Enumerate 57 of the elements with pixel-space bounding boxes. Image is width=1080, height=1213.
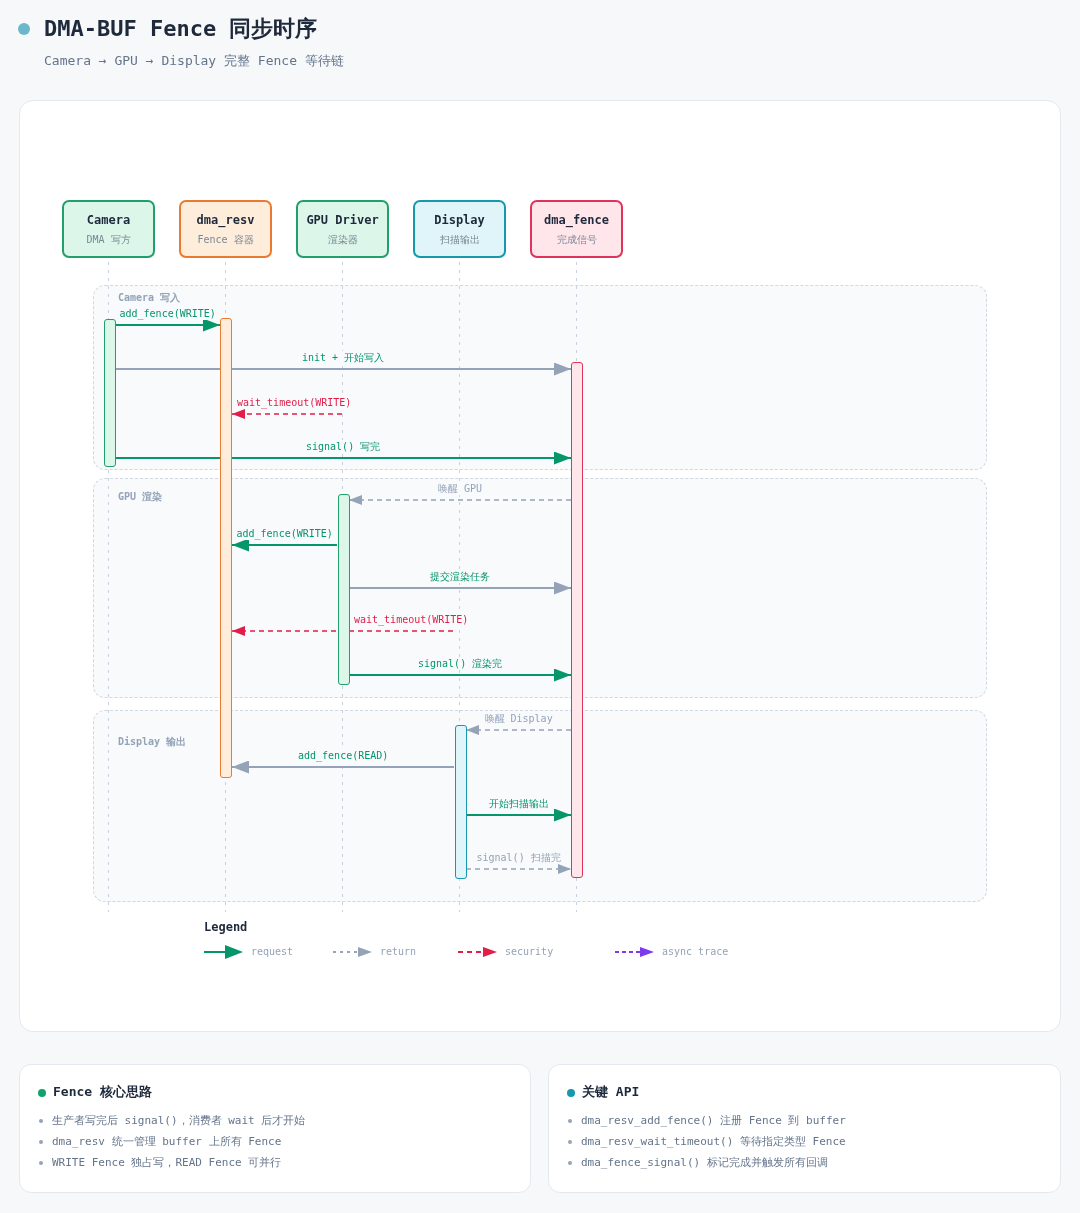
message-arrow [231,538,338,552]
message-arrow [114,451,572,465]
message-arrow [465,808,572,822]
group-band [93,285,987,470]
participant-name: Display [434,212,485,228]
message-arrow [231,409,343,419]
subtitle: Camera → GPU → Display 完整 Fence 等待链 [44,52,344,70]
card-heading: Fence 核心思路 [53,1084,152,1100]
activation-bar [338,494,350,685]
participant-role: 渲染器 [327,233,358,246]
participant-role: 扫描输出 [439,233,480,246]
activation-bar [455,725,467,879]
participant-name: Camera [86,212,131,228]
activation-bar [571,362,583,878]
group-label: Camera 写入 [118,291,181,304]
legend-label: return [380,945,417,959]
legend-title: Legend [204,919,248,935]
participant-role: DMA 写方 [86,233,131,246]
participant-box [296,200,389,258]
bullet-item: WRITE Fence 独占写，READ Fence 可并行 [52,1156,282,1170]
message-arrow [231,626,454,636]
participant-name: GPU Driver [306,212,379,228]
bullet-item: dma_resv_wait_timeout() 等待指定类型 Fence [581,1135,846,1149]
message-arrow [348,668,572,682]
legend-label: request [251,945,294,959]
legend-label: async trace [662,945,729,959]
activation-bar [104,319,116,467]
participant-box [62,200,155,258]
bullet-item: 生产者写完后 signal()，消费者 wait 后才开始 [52,1114,306,1128]
participant-box [179,200,272,258]
participant-box [530,200,623,258]
diagram-title: DMA-BUF Fence 同步时序 [44,15,318,43]
card-heading: 关键 API [582,1084,640,1100]
info-card [548,1064,1061,1193]
message-arrow [348,495,572,505]
participant-box [413,200,506,258]
info-card [19,1064,531,1193]
message-arrow [114,318,221,332]
bullet-item: dma_resv 统一管理 buffer 上所有 Fence [52,1135,282,1149]
edge-label: 提交渲染任务 [427,570,493,583]
bullet-item: dma_fence_signal() 标记完成并触发所有回调 [581,1156,828,1170]
group-band [93,478,987,698]
message-arrow [465,725,572,735]
message-arrow [231,760,455,774]
group-label: GPU 渲染 [118,490,163,503]
bullet-item: dma_resv_add_fence() 注册 Fence 到 buffer [581,1114,846,1128]
message-arrow [465,864,572,874]
group-label: Display 输出 [118,735,187,748]
group-band [93,710,987,902]
message-arrow [114,362,572,376]
participant-role: Fence 容器 [197,233,254,246]
activation-bar [220,318,232,778]
participant-name: dma_resv [196,212,255,228]
message-arrow [348,581,572,595]
participant-name: dma_fence [544,212,609,228]
legend-label: security [505,945,554,959]
participant-role: 完成信号 [556,233,597,246]
